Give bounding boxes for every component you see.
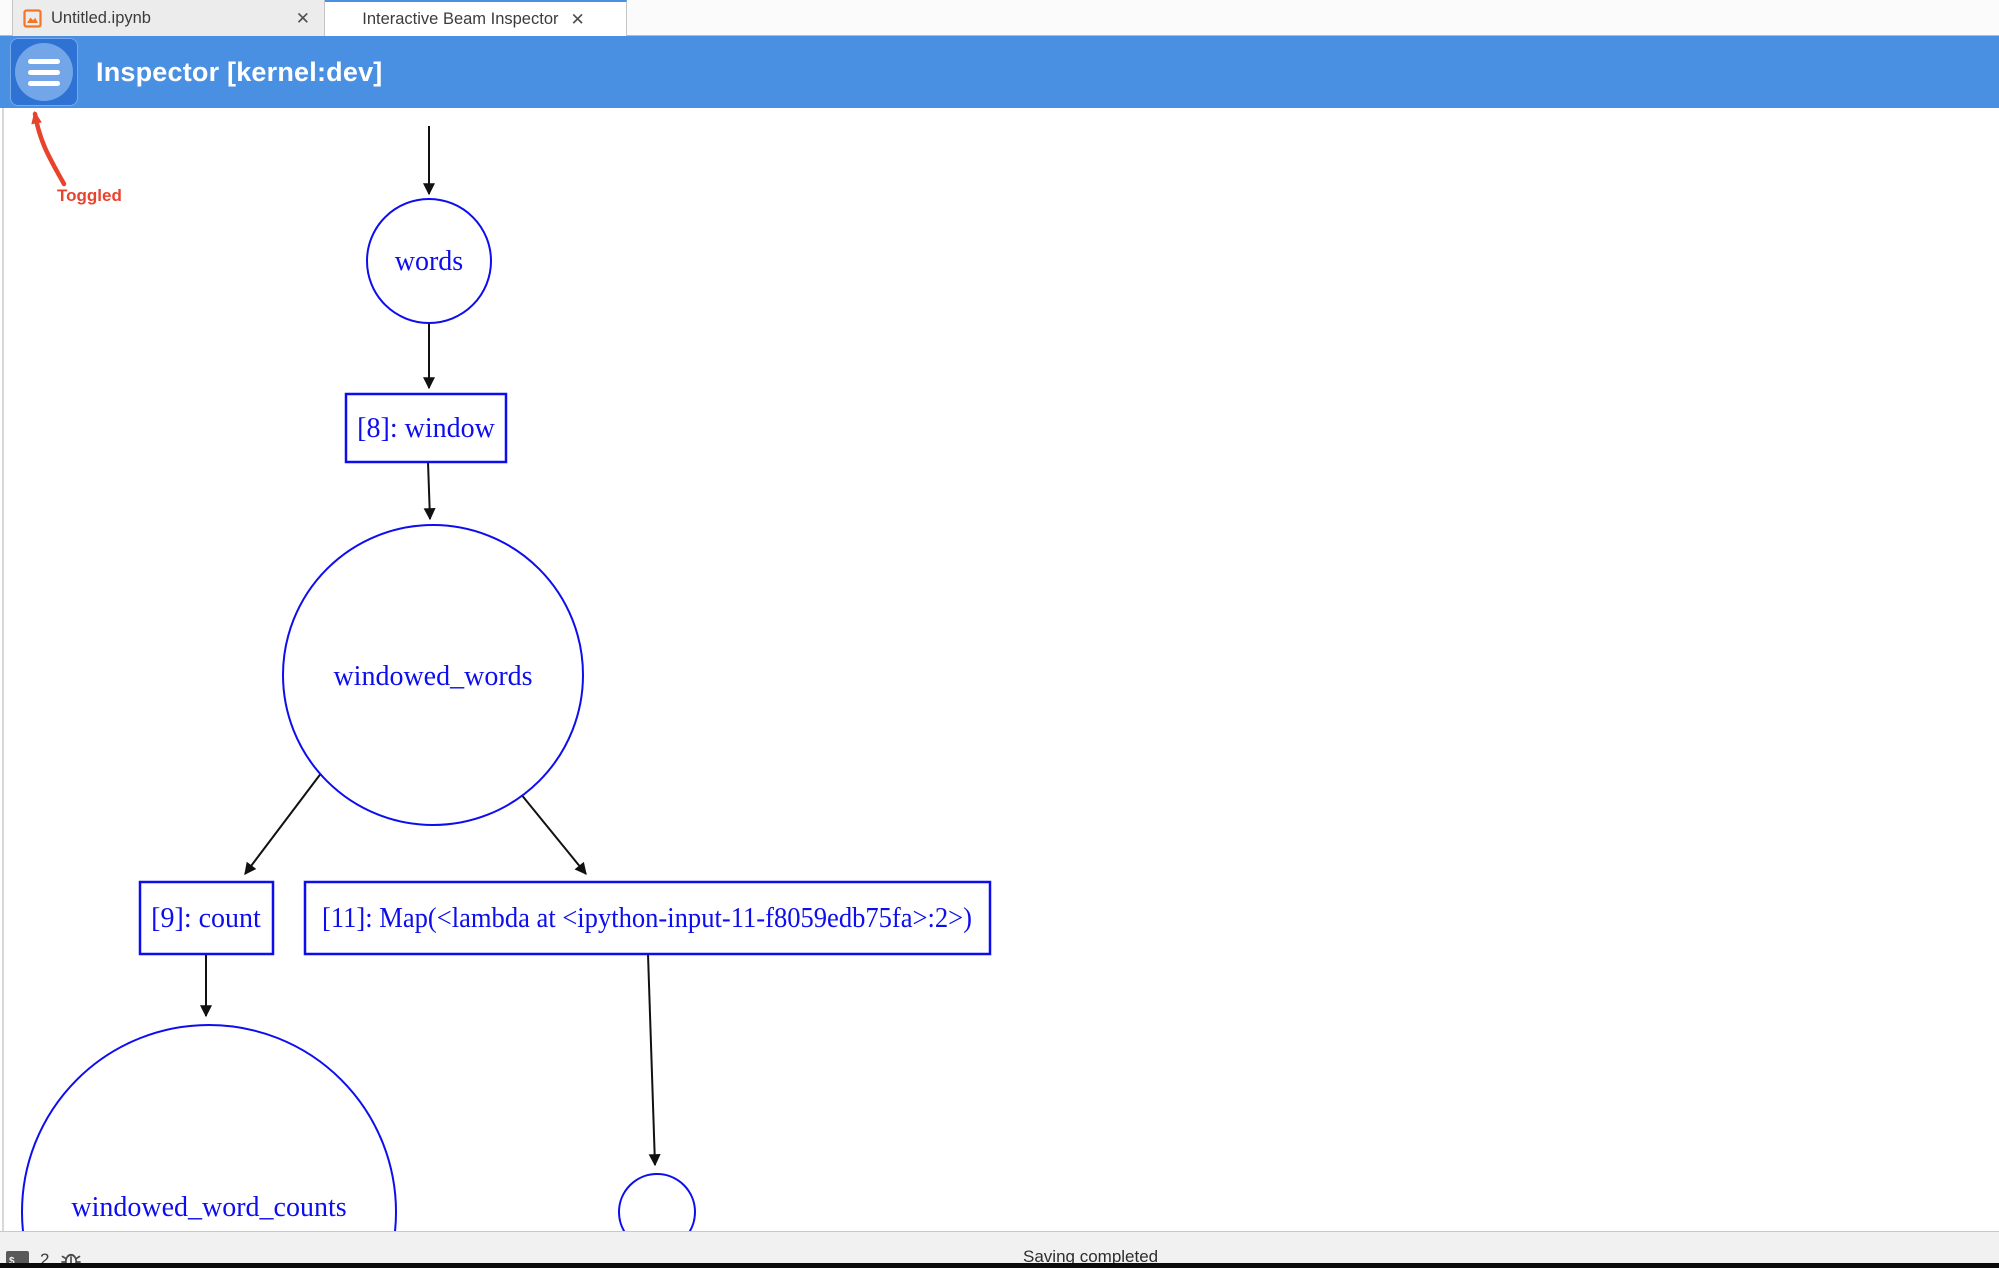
annotation-toggled-label: Toggled (57, 186, 122, 205)
node-words-circle[interactable] (366, 198, 492, 324)
node-map-rect[interactable] (303, 880, 992, 956)
window-bottom-edge (0, 1263, 1999, 1268)
tab-label: Untitled.ipynb (51, 8, 151, 27)
node-count-rect[interactable] (138, 880, 275, 956)
edge-window-to-windowed-words (423, 461, 436, 521)
pipeline-graph-svg: words [8]: window windowed_words [9]: co… (21, 126, 992, 1231)
notebook-icon (23, 8, 42, 28)
save-status-message: Saving completed (1023, 1247, 1159, 1266)
panel-left-border (2, 108, 4, 1231)
annotation-arrow (31, 110, 67, 187)
node-anonymous-circle[interactable] (618, 1173, 696, 1231)
toggle-menu-button[interactable] (10, 38, 78, 106)
kernel-sessions-count[interactable]: 2 (40, 1250, 50, 1268)
pipeline-graph-panel: words [8]: window windowed_words [9]: co… (0, 108, 1999, 1231)
tab-interactive-beam-inspector[interactable]: Interactive Beam Inspector ✕ (325, 0, 627, 36)
node-count-label: [9]: count (151, 903, 261, 934)
tab-label: Interactive Beam Inspector (362, 9, 559, 28)
inspector-header: Inspector [kernel:dev] (0, 36, 1999, 108)
edge-map-to-anonymous (647, 953, 661, 1167)
edge-windowed-words-to-count (244, 771, 323, 875)
node-map-label: [11]: Map(<lambda at <ipython-input-11-f… (322, 903, 972, 934)
node-windowed-words-label: windowed_words (333, 661, 532, 692)
node-words-label: words (395, 246, 463, 277)
node-window-rect[interactable] (344, 392, 508, 464)
inspector-title: Inspector [kernel:dev] (96, 56, 383, 87)
node-windowed-words-circle[interactable] (282, 524, 584, 826)
close-icon[interactable]: ✕ (570, 9, 585, 29)
hamburger-icon (15, 43, 73, 101)
status-bar: $_ 2 Saving completed (0, 1231, 1999, 1268)
tab-untitled-notebook[interactable]: Untitled.ipynb ✕ (12, 0, 325, 36)
tab-bar: Untitled.ipynb ✕ Interactive Beam Inspec… (0, 0, 1999, 36)
node-windowed-word-counts-label: windowed_word_counts (71, 1192, 346, 1223)
node-windowed-word-counts-circle[interactable] (21, 1024, 397, 1231)
node-window-label: [8]: window (357, 413, 495, 444)
close-icon[interactable]: ✕ (295, 8, 310, 28)
